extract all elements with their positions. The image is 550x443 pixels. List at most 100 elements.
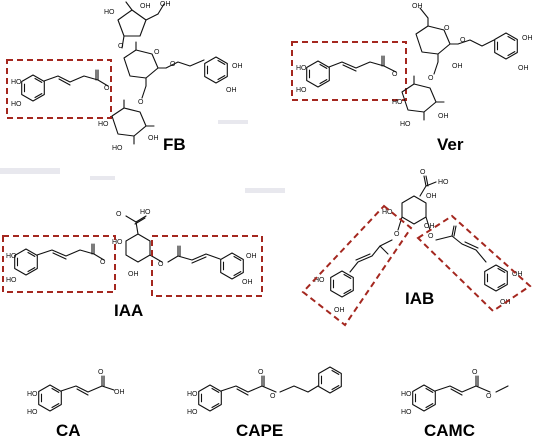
iaa-right-oh-2: OH <box>242 279 253 286</box>
ca-ho-1: HO <box>27 391 38 398</box>
ca-ring <box>38 384 62 412</box>
iab-caffeoyl-right: O OH OH <box>425 216 523 306</box>
ver-ho-1: HO <box>296 65 307 72</box>
iaa-cyclohexane <box>125 233 151 263</box>
ver-glc-oh: OH <box>452 63 463 70</box>
iab-core-ho: HO <box>382 209 393 216</box>
iab-left-ring <box>330 270 354 298</box>
iaa-caffeoyl-left: O HO HO <box>6 243 106 284</box>
ver-link-o: O <box>428 75 434 82</box>
iab-left-ho: HO <box>314 277 325 284</box>
cape-ring <box>198 384 222 412</box>
fb-caffeoyl-structure: O HO HO <box>11 69 110 108</box>
ca-o: O <box>98 369 104 376</box>
ver-ch2oh: OH <box>412 3 423 10</box>
ver-catechol-ring <box>306 60 330 88</box>
ver-ester-o: O <box>392 71 398 78</box>
fb-aglycone-oh-2: OH <box>226 87 237 94</box>
ver-glycoside-structure: OH O O OH OH OH O HO HO OH <box>392 3 533 128</box>
iaa-left-ring <box>14 248 38 276</box>
fb-label: FB <box>163 135 186 154</box>
iaa-core-oh: OH <box>128 271 139 278</box>
ver-rham-ho-1: HO <box>392 99 403 106</box>
cape-label: CAPE <box>236 421 283 440</box>
ver-aglycone-oh-1: OH <box>522 35 533 42</box>
fb-aglycone-ring <box>204 56 228 84</box>
fb-link-o-2: O <box>138 99 144 106</box>
ver-aglycone-oh-2: OH <box>518 65 529 72</box>
iaa-right-ester-o: O <box>158 261 164 268</box>
iaa-caffeoyl-right: O OH OH <box>149 245 257 286</box>
camc-ring <box>412 384 436 412</box>
compound-camc: O O HO HO CAMC <box>401 369 509 440</box>
fb-rham-oh: OH <box>148 135 159 142</box>
fb-rham-ho-2: HO <box>112 145 123 152</box>
fb-ring-o: O <box>154 49 160 56</box>
compound-ca: O OH HO HO CA <box>27 369 125 440</box>
iab-quinic-core: O HO OH HO OH <box>382 169 449 230</box>
iaa-left-highlight <box>2 235 116 293</box>
iaa-right-oh-1: OH <box>246 253 257 260</box>
fb-caffeoyl-highlight <box>6 59 112 119</box>
iaa-label: IAA <box>114 301 143 320</box>
ca-label: CA <box>56 421 81 440</box>
ca-ho-2: HO <box>27 409 38 416</box>
fb-link-o-1: O <box>118 43 124 50</box>
fb-apiose-oh-1: OH <box>140 3 151 10</box>
iaa-left-ho-1: HO <box>6 253 17 260</box>
ver-label: Ver <box>437 135 464 154</box>
iaa-left-ho-2: HO <box>6 277 17 284</box>
iab-right-highlight <box>416 214 532 313</box>
iab-cooh-ho: HO <box>438 179 449 186</box>
iab-left-oh: OH <box>334 307 345 314</box>
compound-fb: O HO HO HO OH OH O O O OH OH O <box>6 1 243 154</box>
compound-iaa: O HO HO OH O HO HO O OH OH <box>2 209 263 320</box>
ver-caffeoyl-highlight <box>291 41 407 101</box>
ca-oh: OH <box>114 389 125 396</box>
iab-core-oh-1: OH <box>426 193 437 200</box>
iaa-right-highlight <box>151 235 263 297</box>
camc-label: CAMC <box>424 421 475 440</box>
fb-aglycone-oh-1: OH <box>232 63 243 70</box>
ver-rham-oh: OH <box>438 113 449 120</box>
fb-aglycone-o: O <box>170 61 176 68</box>
iaa-right-ring <box>220 252 244 280</box>
cape-carbonyl-o: O <box>258 369 264 376</box>
iab-caffeoyl-left: O HO OH <box>314 216 403 314</box>
ver-ring-o: O <box>444 25 450 32</box>
cape-ester-o: O <box>270 393 276 400</box>
fb-apiose-ho: HO <box>104 9 115 16</box>
fb-ho-2: HO <box>11 101 22 108</box>
ver-aglycone-ring <box>494 32 518 60</box>
ver-caffeoyl-structure: O HO HO <box>296 55 398 94</box>
cape-phenyl-ring <box>318 366 342 394</box>
iaa-core-ho: HO <box>112 239 123 246</box>
iab-left-ester-o: O <box>394 231 400 238</box>
fb-ester-o: O <box>104 85 110 92</box>
iab-cooh-o: O <box>420 169 426 176</box>
compound-ver: O HO HO OH O O OH OH OH O HO HO OH Ver <box>291 3 533 154</box>
iaa-quinic-core: O HO HO OH <box>112 209 151 278</box>
ver-aglycone-o: O <box>460 37 466 44</box>
compound-cape: O O HO HO CAPE <box>187 366 342 440</box>
iab-right-ester-o: O <box>428 233 434 240</box>
iaa-cooh-o: O <box>116 211 122 218</box>
iab-right-ring <box>484 264 508 292</box>
camc-ho-1: HO <box>401 391 412 398</box>
iab-left-highlight <box>301 204 413 327</box>
ver-rham-ho-2: HO <box>400 121 411 128</box>
iaa-cooh-ho: HO <box>140 209 151 216</box>
iaa-left-ester-o: O <box>100 259 106 266</box>
fb-ho-1: HO <box>11 79 22 86</box>
background-speckles <box>0 120 285 193</box>
ver-ho-2: HO <box>296 87 307 94</box>
fb-glycoside-structure: HO OH OH O O O OH OH O HO HO OH <box>98 1 243 152</box>
camc-carbonyl-o: O <box>472 369 478 376</box>
ver-glucose <box>415 17 459 63</box>
camc-ester-o: O <box>486 393 492 400</box>
fb-rham-ho-1: HO <box>98 121 109 128</box>
cape-ho-2: HO <box>187 409 198 416</box>
iab-right-oh-1: OH <box>512 271 523 278</box>
fb-catechol-ring <box>21 74 45 102</box>
